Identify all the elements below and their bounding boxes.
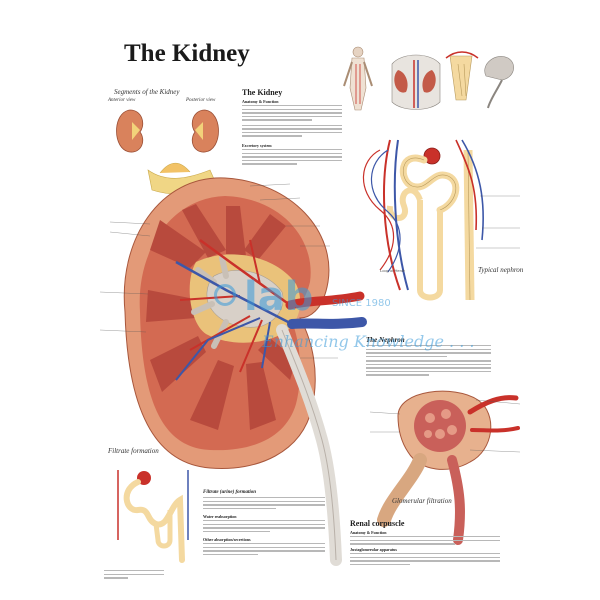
nephron-diagram xyxy=(362,139,484,301)
water-body-text xyxy=(203,520,325,534)
poster-title: The Kidney xyxy=(124,40,250,67)
renal-body-text-2 xyxy=(350,553,500,567)
collecting-duct-icon xyxy=(445,51,479,101)
filtrate-body-text xyxy=(203,497,325,511)
typical-nephron-label: Typical nephron xyxy=(478,266,524,274)
other-absorption-heading: Other absorption/secretions xyxy=(203,537,251,542)
renal-sub2: Juxtaglomerular apparatus xyxy=(350,547,397,552)
anterior-view-label: Anterior view xyxy=(108,98,136,103)
intro-section2: Excretory system xyxy=(242,143,272,148)
posterior-view-label: Posterior view xyxy=(186,98,216,103)
intro-body-text-2 xyxy=(242,149,342,167)
body-figure-icon xyxy=(343,46,373,111)
other-body-text xyxy=(203,543,325,557)
watermark-logo-icon xyxy=(214,284,236,306)
renal-corpuscle-diagram xyxy=(377,390,520,545)
filtrate-diagram xyxy=(117,470,189,563)
ureter-icon xyxy=(484,56,514,109)
watermark: lab SINCE 1980 xyxy=(214,274,391,336)
renal-body-text xyxy=(350,536,500,547)
intro-subheading: Anatomy & Function xyxy=(242,99,279,104)
segment-kidney-posterior xyxy=(191,109,219,153)
leader-lines xyxy=(99,183,521,453)
copyright-text xyxy=(104,570,164,581)
watermark-brand: lab xyxy=(244,274,314,320)
kidney-cross-section xyxy=(123,162,367,566)
loop-of-henle-label: Loop of Henle xyxy=(380,268,405,273)
renal-corpuscle-heading: Renal corpuscle xyxy=(350,519,405,528)
watermark-since: SINCE 1980 xyxy=(332,298,391,309)
nephron-heading: The Nephron xyxy=(366,336,405,344)
renal-sub1: Anatomy & Function xyxy=(350,530,387,535)
segment-kidney-anterior xyxy=(116,109,144,153)
intro-body-text xyxy=(242,105,342,139)
filtrate-formation-label: Filtrate formation xyxy=(108,447,159,455)
segments-heading: Segments of the Kidney xyxy=(114,88,180,96)
water-reabsorption-heading: Water reabsorption xyxy=(203,514,237,519)
filtrate-text-heading: Filtrate (urine) formation xyxy=(203,490,257,495)
nephron-body-text xyxy=(366,345,491,378)
watermark-tagline: Enhancing Knowledge . . . xyxy=(262,332,475,351)
kidney-location-icon xyxy=(391,54,441,110)
intro-heading: The Kidney xyxy=(242,88,283,97)
glomerular-filtration-label: Glomerular filtration xyxy=(392,497,452,505)
